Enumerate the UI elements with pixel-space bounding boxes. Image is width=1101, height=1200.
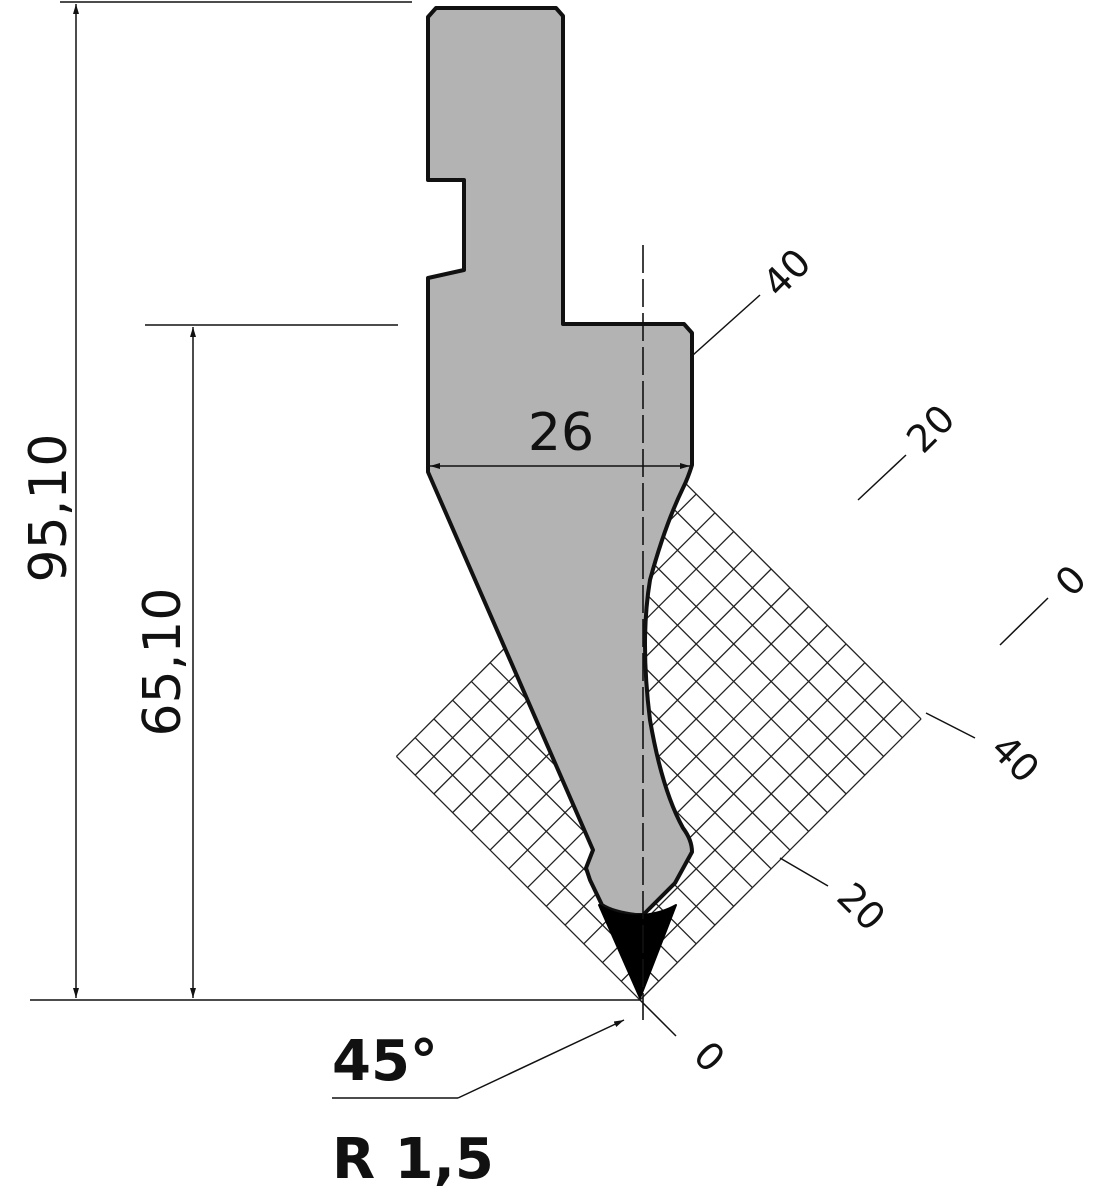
scale-label-upper-20: 20 [898, 396, 963, 461]
grid-line [658, 493, 903, 739]
grid-line [639, 718, 922, 1001]
tip-radius-label: R 1,5 [332, 1127, 494, 1192]
scale-ticks [639, 294, 1049, 1037]
grid-line [639, 512, 885, 757]
grid-line [395, 755, 641, 1001]
tip-angle-label: 45° [332, 1029, 438, 1094]
grid-line [677, 474, 922, 720]
width-label: 26 [528, 403, 594, 463]
grid-line [527, 606, 810, 889]
tool-tip [598, 904, 677, 999]
scale-label-upper-40: 40 [754, 240, 819, 305]
scale-label-lower-40: 40 [983, 726, 1048, 791]
overall-height-label: 95,10 [19, 434, 79, 583]
tool-body [426, 6, 694, 917]
grid-line [620, 699, 903, 982]
lower-height-label: 65,10 [133, 588, 193, 737]
scale-label-lower-0: 0 [685, 1033, 733, 1081]
scale-label-lower-20: 20 [829, 874, 894, 939]
tip-leader-arrow [457, 1019, 625, 1099]
grid-line [620, 531, 866, 776]
scale-label-upper-0: 0 [1047, 557, 1095, 605]
